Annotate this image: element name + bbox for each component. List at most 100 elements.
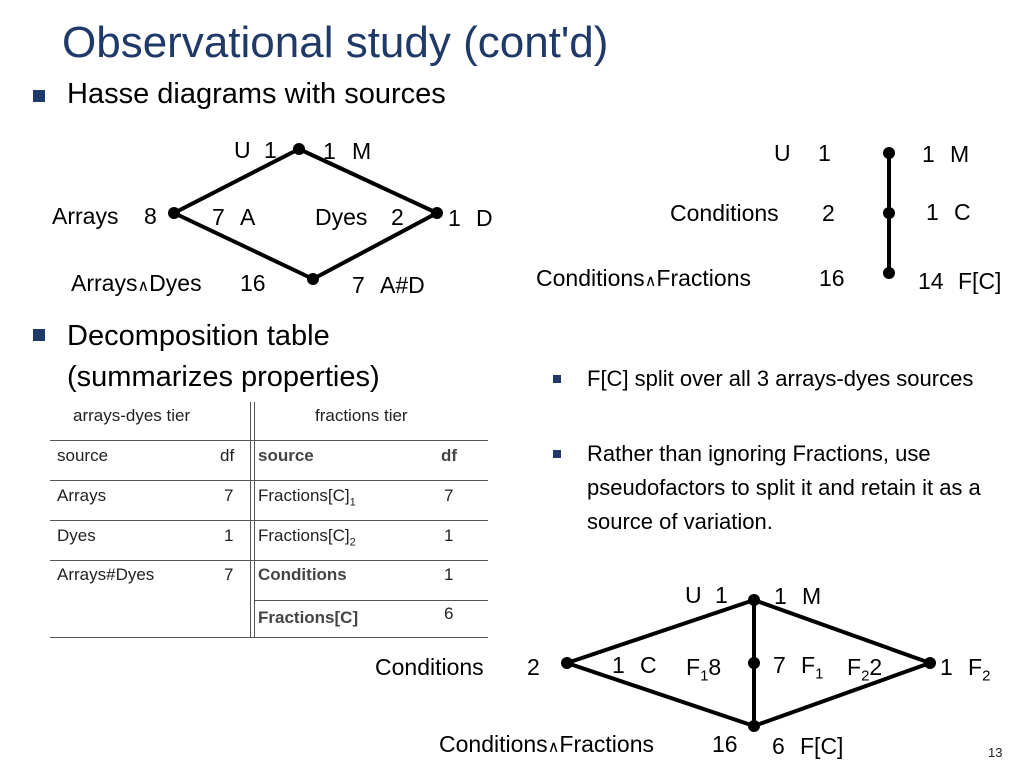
bullet-decomposition: Decomposition table (summarizes properti… xyxy=(67,320,380,393)
bullet-pseudofactors: Rather than ignoring Fractions, use pseu… xyxy=(587,441,981,534)
d3-m-value: 1 xyxy=(774,583,787,609)
row-df: 6 xyxy=(444,604,454,623)
d1-ad-code: A#D xyxy=(380,272,425,298)
row-source: Arrays#Dyes xyxy=(57,565,155,584)
edge-conditions-cf xyxy=(566,661,755,728)
table-rule xyxy=(50,480,488,481)
d1-m-value: 1 xyxy=(323,138,336,164)
d3-f1-df: 7 xyxy=(773,652,786,678)
d1-d-label: D xyxy=(476,205,493,231)
d1-a-label: A xyxy=(240,204,256,230)
d3-u-label: U xyxy=(685,582,702,608)
node-u2 xyxy=(883,147,895,159)
d3-f1-label: F18 xyxy=(686,654,722,685)
d1-dyes-label: Dyes xyxy=(315,204,368,230)
d1-ad-value: 16 xyxy=(240,270,266,296)
d3-fc-code: F[C] xyxy=(800,733,844,759)
bullet-hasse: Hasse diagrams with sources xyxy=(67,78,446,110)
d3-m-label: M xyxy=(802,583,822,609)
row-df: 1 xyxy=(444,565,454,584)
d3-u-value: 1 xyxy=(715,582,728,608)
edge-f2-cf xyxy=(753,661,931,728)
d3-f2-code: F2 xyxy=(968,654,991,685)
col-df-right: df xyxy=(441,446,458,465)
row-source: Arrays xyxy=(57,486,107,505)
d3-f1-code: F1 xyxy=(801,652,824,683)
d1-ad-label: Arrays∧Dyes xyxy=(71,270,202,296)
page-number: 13 xyxy=(988,745,1003,760)
row-source: Dyes xyxy=(57,526,96,545)
d3-fc-df: 6 xyxy=(772,733,785,759)
d2-u-label: U xyxy=(774,140,791,166)
d1-d-value: 1 xyxy=(448,205,461,231)
d3-cf-value: 16 xyxy=(712,731,738,757)
edge-u-arrays xyxy=(173,147,300,215)
col-source-left: source xyxy=(57,446,109,465)
d1-a-value: 7 xyxy=(212,204,225,230)
d2-m-label: M xyxy=(950,141,970,167)
d3-conditions-label: Conditions xyxy=(375,654,484,680)
d3-f2-df: 1 xyxy=(940,654,953,680)
bullet-square-icon xyxy=(33,329,45,341)
d2-c-value: 1 xyxy=(926,199,939,225)
d2-cf-label: Conditions∧Fractions xyxy=(536,265,751,291)
row-df: 1 xyxy=(224,526,234,545)
d3-f2-label: F22 xyxy=(847,654,883,685)
d2-conditions-value: 2 xyxy=(822,200,835,226)
d2-m-value: 1 xyxy=(922,141,935,167)
d1-u-label: U xyxy=(234,137,251,163)
row-df: 1 xyxy=(444,526,454,545)
edge-u-f2 xyxy=(753,598,931,665)
d3-c-label: C xyxy=(640,652,657,678)
d1-ad-df: 7 xyxy=(352,272,365,298)
d1-arrays-label: Arrays xyxy=(52,203,119,229)
node-u3 xyxy=(748,594,760,606)
edge-arrays-ad xyxy=(173,211,314,281)
d3-conditions-value: 2 xyxy=(527,654,540,680)
row-source: Fractions[C]1 xyxy=(258,486,356,509)
tier1-header: arrays-dyes tier xyxy=(73,406,191,425)
row-source: Fractions[C]2 xyxy=(258,526,356,549)
node-ad xyxy=(307,273,319,285)
slide-title: Observational study (cont'd) xyxy=(62,18,609,67)
d1-dyes-value: 2 xyxy=(391,204,404,230)
node-u xyxy=(293,143,305,155)
node-f1 xyxy=(748,657,760,669)
row-df: 7 xyxy=(224,486,234,505)
col-df-left: df xyxy=(220,446,235,465)
node-conditions xyxy=(883,207,895,219)
d2-u-value: 1 xyxy=(818,140,831,166)
edge-u-dyes xyxy=(298,147,438,215)
table-rule xyxy=(50,560,488,561)
d2-cf-value: 16 xyxy=(819,265,845,291)
node-cf3 xyxy=(748,720,760,732)
table-rule xyxy=(50,440,488,441)
row-source: Fractions[C] xyxy=(258,608,359,627)
d2-fc-value: 14 xyxy=(918,268,944,294)
edge-dyes-ad xyxy=(312,211,438,281)
bullet-square-icon xyxy=(33,90,45,102)
d2-c-label: C xyxy=(954,199,971,225)
d3-c-value: 1 xyxy=(612,652,625,678)
table-rule xyxy=(50,637,488,638)
bullet-split: F[C] split over all 3 arrays-dyes source… xyxy=(587,366,974,391)
tier2-header: fractions tier xyxy=(315,406,408,425)
d2-conditions-label: Conditions xyxy=(670,200,779,226)
d1-u-value: 1 xyxy=(264,137,277,163)
d3-cf-label: Conditions∧Fractions xyxy=(439,731,654,757)
node-conditions3 xyxy=(561,657,573,669)
d2-fc-label: F[C] xyxy=(958,268,1002,294)
table-rule xyxy=(254,600,488,601)
node-cf xyxy=(883,267,895,279)
d1-m-label: M xyxy=(352,138,372,164)
bullet-square-icon xyxy=(553,375,561,383)
col-source-right: source xyxy=(258,446,314,465)
row-df: 7 xyxy=(444,486,454,505)
node-arrays xyxy=(168,207,180,219)
table-rule xyxy=(50,520,488,521)
bullet-square-icon xyxy=(553,450,561,458)
row-source: Conditions xyxy=(258,565,347,584)
